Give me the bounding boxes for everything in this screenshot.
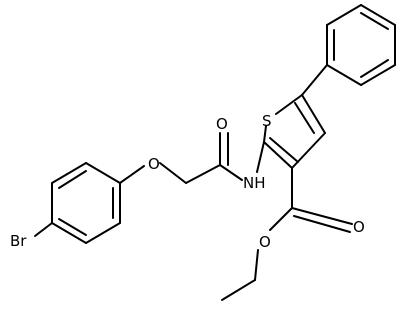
- phenyl-thiophene-bond: [301, 64, 328, 96]
- phenyl-ring: [326, 4, 396, 86]
- bromine-label: Br: [10, 232, 27, 250]
- ester-oxygen-label: O: [259, 233, 271, 251]
- sulfur-label: S: [262, 112, 272, 130]
- bromophenyl-ring: [34, 162, 121, 244]
- amide-nitrogen-label: NH: [243, 174, 266, 192]
- amide-carbonyl-oxygen-label: O: [216, 115, 228, 133]
- ester-carbonyl-oxygen-label: O: [353, 218, 365, 236]
- ether-oxygen-label: O: [148, 155, 160, 173]
- ethyl-ester-group: [221, 167, 353, 301]
- amide-linker: [119, 132, 265, 184]
- thiophene-ring: [263, 94, 326, 169]
